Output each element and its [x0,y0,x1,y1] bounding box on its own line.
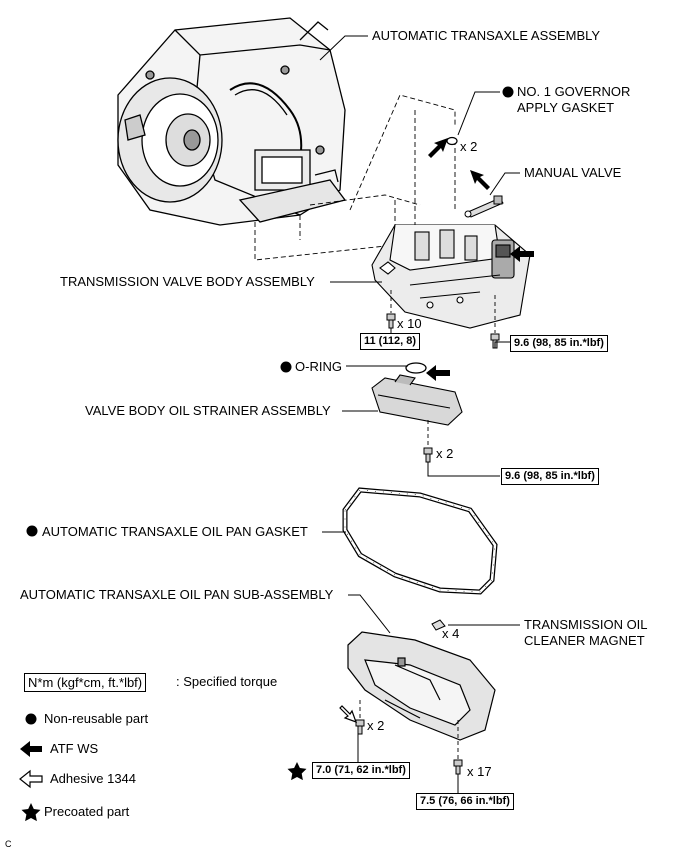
precoated-star [287,762,307,781]
legend-atf: ATF WS [50,741,99,756]
governor-gasket-drawing [446,136,458,146]
legend-precoated: Precoated part [44,804,130,819]
qty-magnets: x 4 [442,626,460,641]
torque-pan-precoated: 7.0 (71, 62 in.*lbf) [312,762,410,779]
torque-valve-body-side: 9.6 (98, 85 in.*lbf) [510,335,608,352]
legend-icons [19,713,43,822]
legend-adhesive-arrow-icon [19,769,43,789]
legend-torque-desc: : Specified torque [176,674,278,689]
qty-valve-bolts: x 10 [397,316,422,331]
legend-atf-arrow-icon [20,741,42,757]
label-manual-valve: MANUAL VALVE [524,165,622,180]
footer-code: C [5,839,12,849]
torque-pan: 7.5 (76, 66 in.*lbf) [416,793,514,810]
label-governor-gasket-line2: APPLY GASKET [517,100,615,115]
pan-gasket-drawing [342,487,498,595]
label-valve-body: TRANSMISSION VALVE BODY ASSEMBLY [60,274,315,289]
legend-adhesive: Adhesive 1344 [50,771,137,786]
qty-gasket: x 2 [460,139,478,154]
qty-pan-adhesive-bolts: x 2 [367,718,385,733]
torque-strainer: 9.6 (98, 85 in.*lbf) [501,468,599,485]
legend-non-reusable: Non-reusable part [44,711,149,726]
qty-pan-bolts: x 17 [467,764,492,779]
label-oil-pan: AUTOMATIC TRANSAXLE OIL PAN SUB-ASSEMBLY [20,587,334,602]
oil-pan-drawing [347,631,496,741]
label-o-ring: O-RING [295,359,342,374]
magnet-drawing [431,619,446,631]
o-ring-drawing [405,362,427,374]
qty-strainer-bolts: x 2 [436,446,454,461]
label-magnet-line2: CLEANER MAGNET [524,633,645,648]
strainer-drawing [371,374,463,426]
label-pan-gasket: AUTOMATIC TRANSAXLE OIL PAN GASKET [42,524,308,539]
adhesive-arrow [339,705,358,724]
strainer-bolt-drawing [423,447,433,463]
label-governor-gasket-line1: NO. 1 GOVERNOR [517,84,631,99]
label-transaxle-assembly: AUTOMATIC TRANSAXLE ASSEMBLY [372,28,601,43]
label-magnet-line1: TRANSMISSION OIL [524,617,648,632]
torque-valve-body-main: 11 (112, 8) [360,333,420,350]
transaxle-drawing [117,17,347,226]
legend-dot-icon [25,713,37,725]
valve-body-drawing [371,224,531,329]
atf-arrows [426,138,534,381]
non-reusable-markers [26,86,514,537]
label-strainer: VALVE BODY OIL STRAINER ASSEMBLY [85,403,331,418]
manual-valve-drawing [464,195,504,218]
legend-torque-box: N*m (kgf*cm, ft.*lbf) [24,673,147,692]
legend-star-icon [21,803,41,822]
